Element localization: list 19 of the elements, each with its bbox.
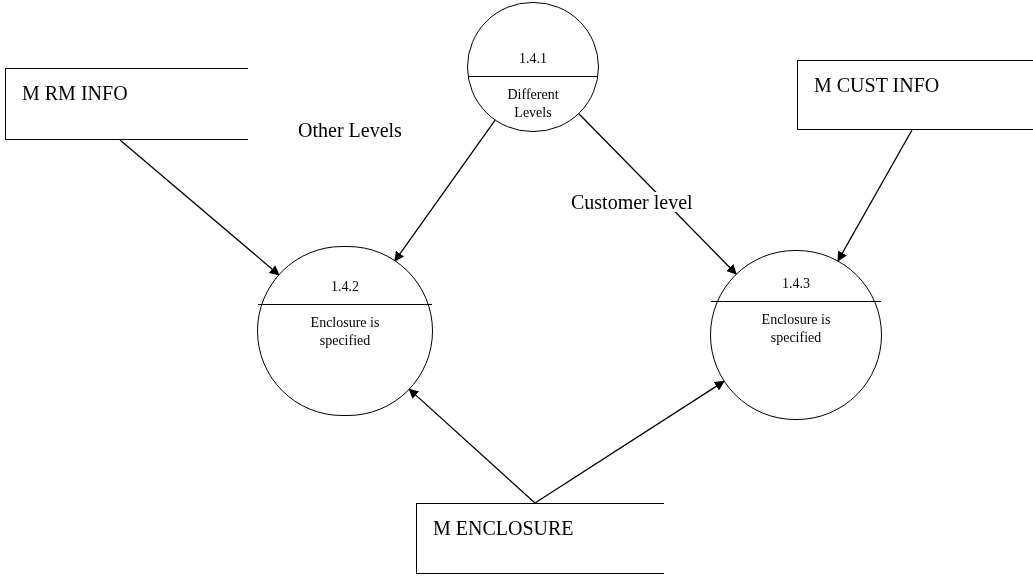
process-number: 1.4.1 (518, 52, 548, 66)
process-label: Enclosure is specified (309, 314, 381, 349)
data-store (5, 68, 248, 140)
store-label: M RM INFO (22, 81, 129, 106)
arrow (394, 119, 496, 262)
arrow (837, 129, 913, 262)
process-number: 1.4.3 (781, 277, 811, 291)
edge-label: Other Levels (297, 120, 403, 140)
arrow (119, 139, 280, 276)
process-label: Enclosure is specified (760, 311, 832, 346)
edge-label: Customer level (570, 192, 694, 212)
data-store (797, 60, 1033, 130)
arrow (534, 380, 725, 504)
data-store (416, 503, 664, 574)
store-label: M CUST INFO (814, 73, 941, 98)
process-label: Different Levels (506, 86, 560, 121)
process-number: 1.4.2 (330, 280, 360, 294)
store-label: M ENCLOSURE (433, 516, 575, 541)
arrow (408, 388, 536, 504)
